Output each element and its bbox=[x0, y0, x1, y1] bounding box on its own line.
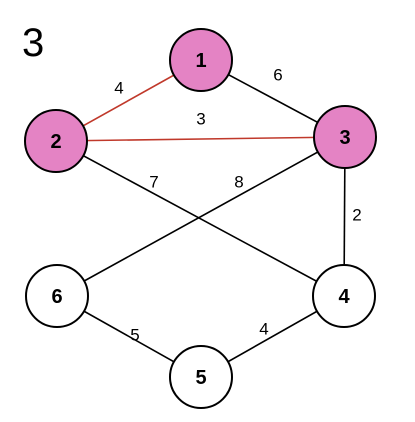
edge-weight-6-5: 5 bbox=[130, 326, 139, 345]
node-circle-2 bbox=[24, 109, 88, 173]
weights-layer: 4 6 3 7 8 2 5 4 bbox=[114, 66, 361, 345]
node-circle-6 bbox=[25, 264, 89, 328]
edge-weight-1-2: 4 bbox=[114, 79, 123, 98]
node-circle-5 bbox=[169, 345, 233, 409]
nodes-layer: 1 2 3 4 5 6 bbox=[24, 28, 377, 409]
node-4: 4 bbox=[312, 264, 376, 328]
edge-weight-5-4: 4 bbox=[259, 320, 268, 339]
node-label-6: 6 bbox=[51, 286, 62, 308]
node-label-1: 1 bbox=[195, 50, 206, 72]
edge-weight-3-6: 8 bbox=[234, 173, 243, 192]
node-1: 1 bbox=[169, 28, 233, 92]
step-label: 3 bbox=[22, 21, 44, 65]
node-3: 3 bbox=[313, 105, 377, 169]
node-2: 2 bbox=[24, 109, 88, 173]
node-circle-4 bbox=[312, 264, 376, 328]
edge-weight-3-4: 2 bbox=[352, 206, 361, 225]
node-label-2: 2 bbox=[50, 131, 61, 153]
node-circle-1 bbox=[169, 28, 233, 92]
node-label-3: 3 bbox=[339, 127, 350, 149]
node-label-5: 5 bbox=[195, 367, 206, 389]
node-5: 5 bbox=[169, 345, 233, 409]
edge-weight-2-4: 7 bbox=[149, 173, 158, 192]
node-label-4: 4 bbox=[338, 286, 350, 308]
edge-weight-1-3: 6 bbox=[273, 66, 282, 85]
node-6: 6 bbox=[25, 264, 89, 328]
edge-2-3 bbox=[55, 136, 346, 142]
edge-3-6 bbox=[56, 136, 346, 297]
edges-layer bbox=[55, 59, 346, 378]
node-circle-3 bbox=[313, 105, 377, 169]
edge-weight-2-3: 3 bbox=[196, 110, 205, 129]
edge-2-4 bbox=[55, 140, 345, 297]
